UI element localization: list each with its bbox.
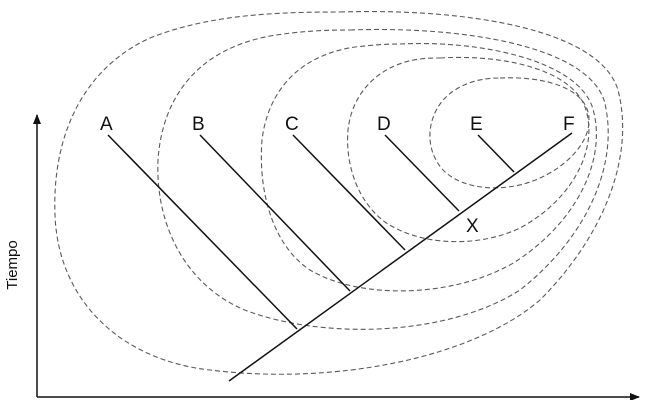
- taxon-label-a: A: [100, 114, 113, 135]
- taxon-label-c: C: [285, 114, 299, 135]
- clade-outline-abcdef: [54, 11, 624, 375]
- branch-d: [384, 134, 460, 212]
- clade-outline-def: [347, 56, 590, 243]
- taxon-label-f: F: [563, 114, 575, 135]
- axes: Tiempo: [4, 114, 640, 400]
- y-axis-label: Tiempo: [4, 240, 21, 289]
- branch-b: [199, 134, 351, 292]
- branch-a: [107, 134, 298, 330]
- taxon-label-d: D: [377, 114, 391, 135]
- taxon-labels: A B C D E F X: [100, 114, 575, 237]
- taxon-label-b: B: [192, 114, 205, 135]
- node-label-x: X: [466, 216, 479, 237]
- clade-outline-ef: [429, 77, 590, 189]
- branch-c: [292, 134, 406, 251]
- tree-branches: [107, 132, 573, 382]
- clade-outline-cdef: [260, 42, 597, 292]
- clade-outline-bcdef: [157, 28, 609, 330]
- branch-e: [477, 134, 515, 173]
- taxon-label-e: E: [470, 114, 483, 135]
- trunk-branch: [228, 132, 573, 382]
- clade-outlines: [54, 11, 624, 375]
